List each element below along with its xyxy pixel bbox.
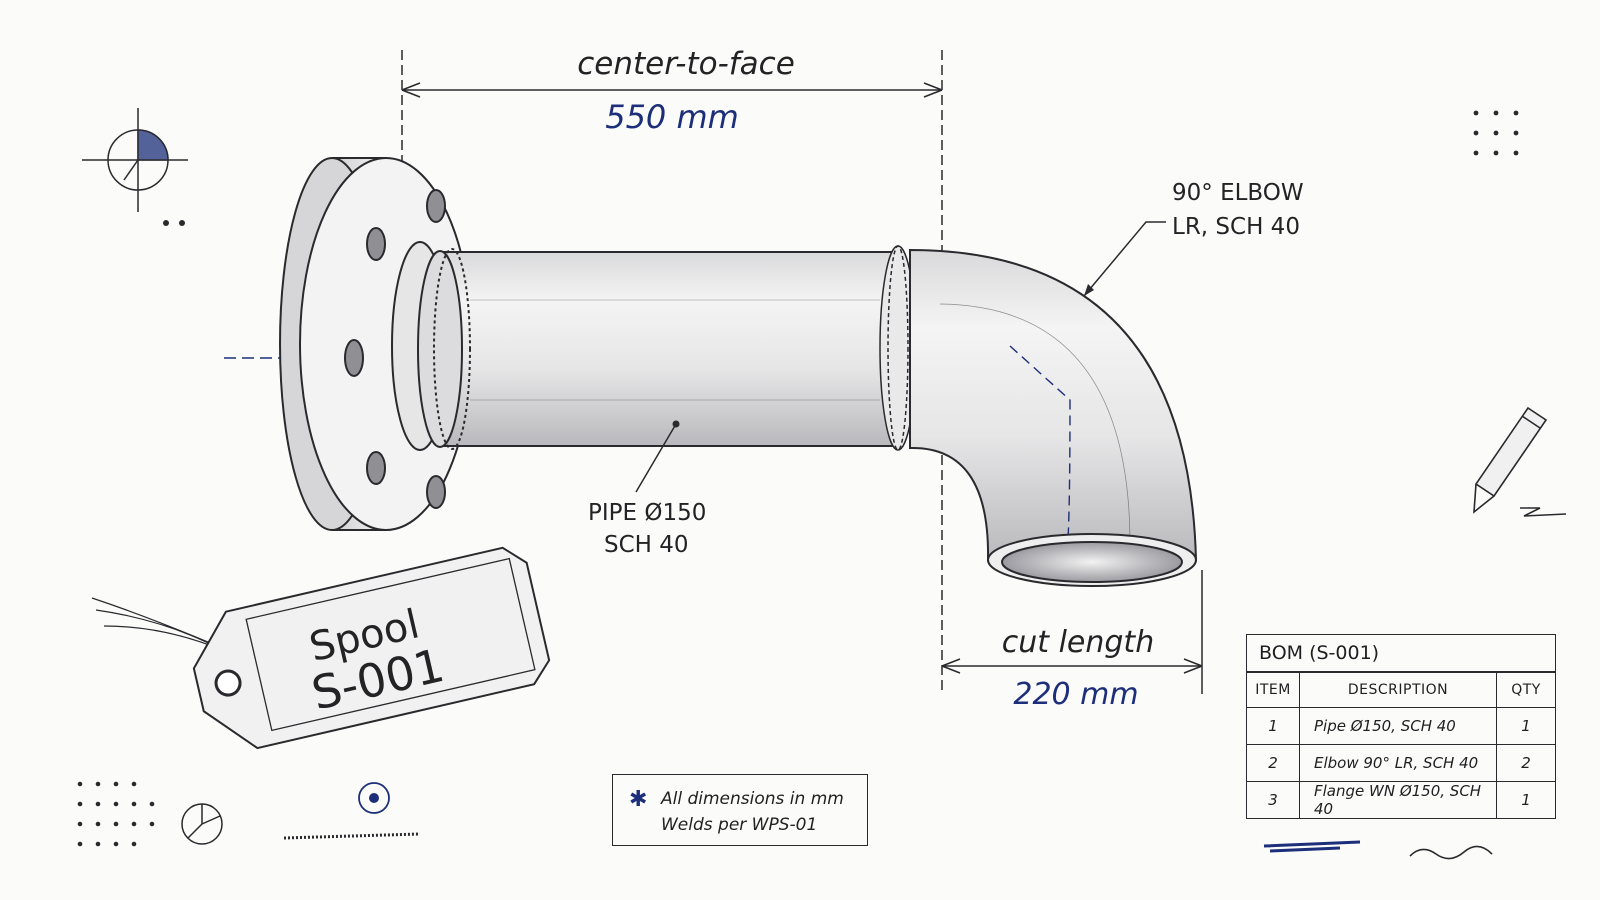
elbow-leader-arrow (1084, 284, 1094, 296)
pipe-callout-line2: SCH 40 (604, 532, 689, 558)
general-note: ✱ All dimensions in mm Welds per WPS-01 (612, 774, 868, 846)
spool-tag: Spool S-001 (91, 546, 551, 750)
bom-qty: 2 (1496, 744, 1555, 782)
flange (279, 157, 473, 531)
bom-description: Pipe Ø150, SCH 40 (1299, 707, 1497, 745)
bom-qty: 1 (1496, 781, 1555, 818)
cut-length-value: 220 mm (1013, 677, 1138, 712)
pipe (417, 248, 901, 450)
pencil-icon (1473, 406, 1567, 517)
bom-title: BOM (S-001) (1247, 635, 1555, 672)
bom-description: Elbow 90° LR, SCH 40 (1299, 744, 1497, 782)
dot-grid-top-right (1473, 110, 1519, 156)
table-row: 2 Elbow 90° LR, SCH 40 2 (1247, 744, 1555, 782)
squiggle (1409, 845, 1493, 860)
dot-grid-bottom-left (77, 781, 155, 847)
bom-description: Flange WN Ø150, SCH 40 (1299, 781, 1497, 818)
blue-scribble (1263, 840, 1361, 853)
bom-col-item: ITEM (1247, 672, 1300, 708)
bom-col-qty: QTY (1496, 672, 1555, 708)
table-row: 3 Flange WN Ø150, SCH 40 1 (1247, 781, 1555, 818)
bom-grid: ITEM DESCRIPTION QTY 1 Pipe Ø150, SCH 40… (1247, 672, 1555, 818)
bom-item: 3 (1247, 781, 1300, 818)
dot-pair (163, 220, 185, 226)
table-row: 1 Pipe Ø150, SCH 40 1 (1247, 707, 1555, 745)
bom-qty: 1 (1496, 707, 1555, 745)
pie-mark (181, 803, 223, 845)
elbow-callout-line2: LR, SCH 40 (1172, 214, 1300, 240)
hatch-underline (283, 832, 421, 840)
bom-col-description: DESCRIPTION (1299, 672, 1497, 708)
bom-table: BOM (S-001) ITEM DESCRIPTION QTY 1 Pipe … (1246, 634, 1556, 819)
elbow (909, 248, 1198, 587)
elbow-callout-line1: 90° ELBOW (1172, 180, 1304, 206)
note-line1: All dimensions in mm (661, 789, 844, 809)
bom-header-row: ITEM DESCRIPTION QTY (1247, 672, 1555, 708)
note-line2: Welds per WPS-01 (661, 815, 818, 835)
pipe-callout-line1: PIPE Ø150 (588, 500, 706, 526)
bom-item: 2 (1247, 744, 1300, 782)
bom-item: 1 (1247, 707, 1300, 745)
center-to-face-value: 550 mm (605, 98, 739, 136)
elbow-leader (1083, 221, 1166, 297)
compass-mark (82, 108, 188, 212)
cut-length-label: cut length (1002, 625, 1154, 660)
asterisk-icon: ✱ (629, 787, 648, 812)
target-mark (358, 782, 390, 814)
pipe-leader (635, 423, 677, 493)
center-to-face-label: center-to-face (577, 46, 795, 82)
pipe-leader-dot (672, 420, 680, 428)
cut-length-dimension (941, 570, 1203, 694)
